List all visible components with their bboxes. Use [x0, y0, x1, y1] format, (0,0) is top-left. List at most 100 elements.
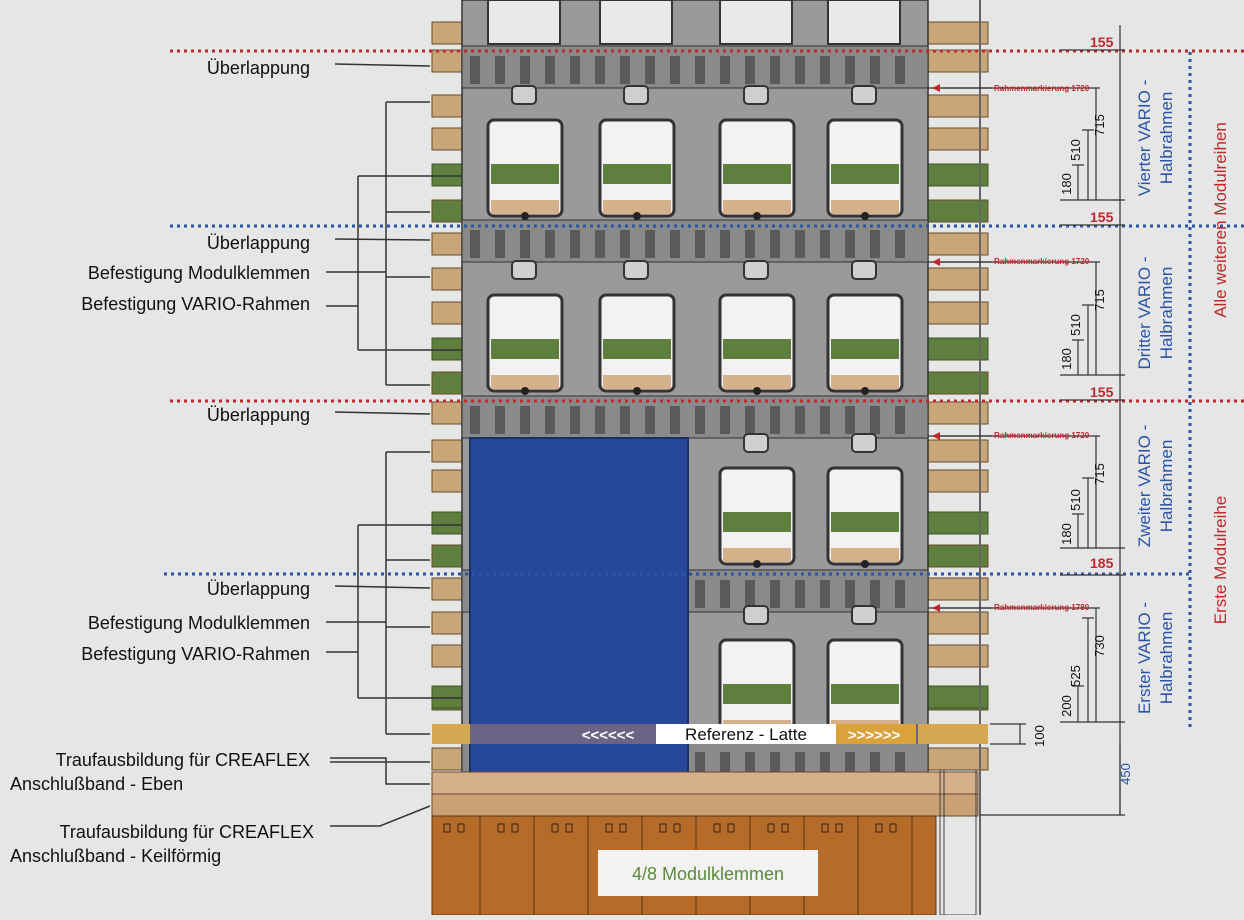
row4-label-line1: Vierter VARIO - — [1135, 80, 1154, 197]
window-green-batten — [723, 164, 791, 184]
frame-handle — [851, 605, 877, 625]
batten-left — [431, 469, 463, 493]
frame-rib — [720, 230, 730, 258]
clamps-box-label: 4/8 Modulklemmen — [632, 864, 784, 884]
eave-board-flat — [431, 771, 979, 795]
frame-mount-label-2: Befestigung VARIO-Rahmen — [81, 644, 310, 664]
frame-handle — [851, 85, 877, 105]
frame-rib — [620, 230, 630, 258]
batten-left — [431, 371, 463, 395]
row2-label-line1: Zweiter VARIO - — [1135, 425, 1154, 547]
leader-line — [334, 411, 431, 415]
frame-rib — [870, 56, 880, 84]
frame-rib — [770, 56, 780, 84]
frame-rib — [670, 56, 680, 84]
window-wood-batten — [603, 375, 671, 389]
clamps-box — [598, 850, 818, 896]
frame-bolt — [861, 560, 869, 568]
frame-rib — [595, 230, 605, 258]
batten-green-left — [431, 163, 463, 187]
window-green-batten — [831, 164, 899, 184]
frame-mark-1: Rahmenmarkierung 1780 — [994, 603, 1090, 612]
frame-rib — [545, 230, 555, 258]
frame-rib — [720, 56, 730, 84]
frame-rib — [470, 230, 480, 258]
frame-rib — [770, 752, 780, 780]
clamp-slot — [821, 823, 829, 833]
window-top-partial — [827, 0, 901, 45]
clamp-slot — [457, 823, 465, 833]
eave-flat-label-line1: Traufausbildung für CREAFLEX — [56, 750, 310, 770]
frame-rib — [895, 580, 905, 608]
window-green-batten — [723, 339, 791, 359]
frame-rib — [545, 56, 555, 84]
window-top-partial — [719, 0, 793, 45]
frame-rib — [845, 56, 855, 84]
frame-bolt — [633, 387, 641, 395]
frame-rib — [870, 406, 880, 434]
roof-battens — [431, 0, 989, 915]
batten-left — [431, 267, 463, 291]
window-green-batten — [831, 339, 899, 359]
window-green-batten — [491, 339, 559, 359]
clamp-slot — [673, 823, 681, 833]
frame-rib — [695, 230, 705, 258]
clamp-slot — [565, 823, 573, 833]
window-wood-batten — [831, 548, 899, 562]
frame-bolt — [633, 212, 641, 220]
row1-label-line2: Halbrahmen — [1157, 612, 1176, 705]
dim-r4-180: 180 — [1059, 173, 1074, 195]
batten-green-left — [431, 337, 463, 361]
batten-left — [431, 644, 463, 668]
clamp-slot — [713, 823, 721, 833]
row4-label-line2: Halbrahmen — [1157, 92, 1176, 185]
batten-left — [431, 21, 463, 45]
dim-r2-510: 510 — [1068, 489, 1083, 511]
eave-wedge-label-line2: Anschlußband - Keilförmig — [10, 846, 221, 866]
frame-rib — [520, 406, 530, 434]
clamp-slot — [605, 823, 613, 833]
solar-module — [469, 437, 689, 781]
window-wood-batten — [723, 375, 791, 389]
frame-handle — [851, 433, 877, 453]
frame-rib — [620, 56, 630, 84]
dim-r1-200: 200 — [1059, 695, 1074, 717]
clamp-slot — [889, 823, 897, 833]
frame-mark-arrow — [932, 84, 940, 92]
frame-rib — [745, 580, 755, 608]
frame-rib — [795, 56, 805, 84]
window-top-partial — [487, 0, 561, 45]
window-green-batten — [491, 164, 559, 184]
frame-rib — [720, 752, 730, 780]
frame-rib — [720, 580, 730, 608]
frame-rib — [495, 406, 505, 434]
batten-left — [431, 127, 463, 151]
frame-rib — [845, 406, 855, 434]
frame-rib — [620, 406, 630, 434]
frame-bolt — [753, 387, 761, 395]
frame-handle — [743, 85, 769, 105]
frame-rib — [845, 752, 855, 780]
batten-green-left — [431, 511, 463, 535]
leader-line — [330, 805, 431, 827]
frame-bolt — [521, 212, 529, 220]
window-wood-batten — [831, 375, 899, 389]
frame-rib — [545, 406, 555, 434]
batten-left — [431, 199, 463, 223]
frame-rib — [820, 580, 830, 608]
frame-rib — [645, 230, 655, 258]
clamp-slot — [875, 823, 883, 833]
row1-label-line1: Erster VARIO - — [1135, 602, 1154, 714]
window-top-partial — [599, 0, 673, 45]
leader-lines — [326, 63, 462, 827]
window-green-batten — [603, 339, 671, 359]
clamp-slot — [443, 823, 451, 833]
dimension-lines — [928, 25, 1125, 816]
frame-handle — [851, 260, 877, 280]
batten-left — [431, 94, 463, 118]
frame-rib — [570, 406, 580, 434]
overlap-label-4: Überlappung — [207, 579, 310, 599]
left-labels: Überlappung Überlappung Befestigung Modu… — [10, 58, 314, 866]
frame-mount-label-1: Befestigung VARIO-Rahmen — [81, 294, 310, 314]
